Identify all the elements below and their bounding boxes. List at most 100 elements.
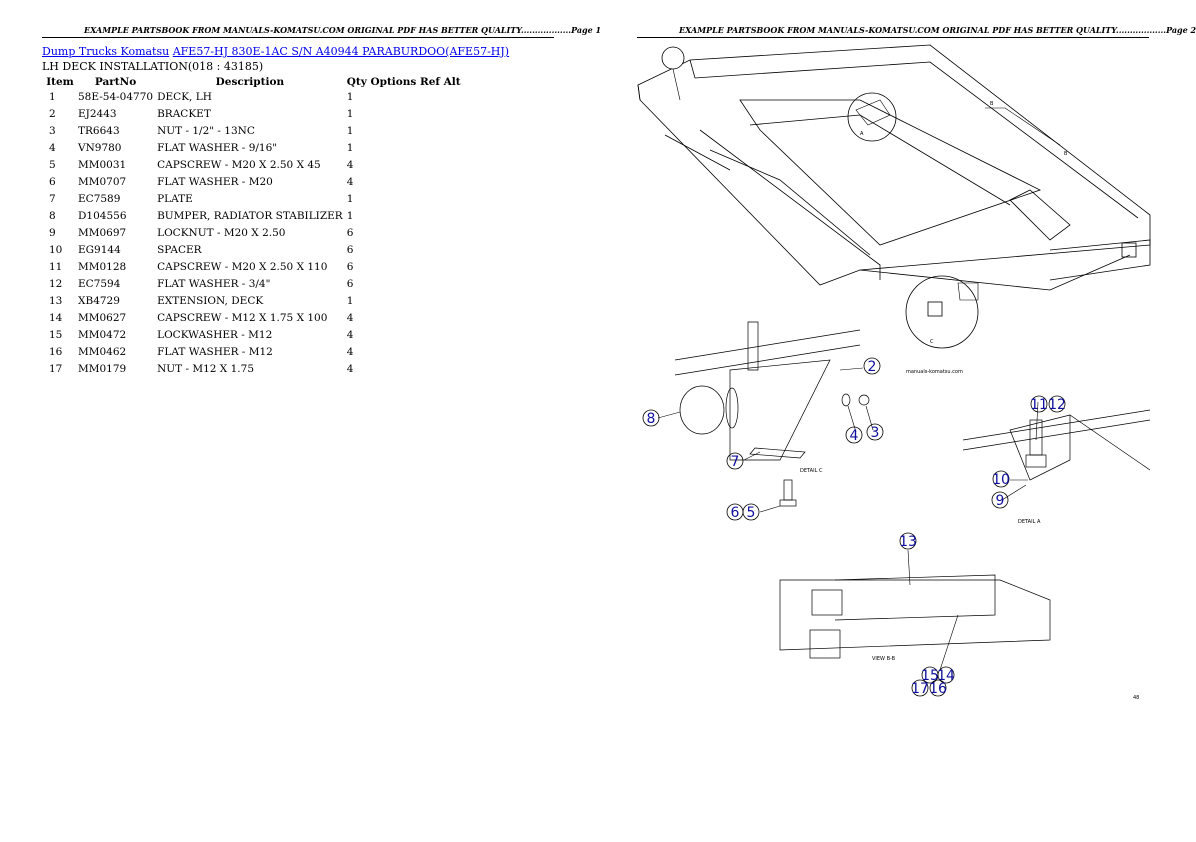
callout-number: 11: [1030, 397, 1048, 413]
column-header-description: Description: [215, 76, 285, 88]
label-c: C: [930, 339, 934, 345]
cell-item: 6: [49, 176, 56, 188]
callout-number: 7: [731, 454, 740, 470]
callout-circle: [863, 357, 881, 375]
parts-table: Item PartNo Description Qty Options Ref …: [44, 76, 463, 380]
detail-a-parts: [962, 409, 1151, 481]
label-b2: B: [1064, 151, 1068, 157]
breadcrumb-link-dump-trucks[interactable]: Dump Trucks Komatsu: [42, 45, 170, 58]
cell-partno: MM0707: [78, 176, 127, 188]
cell-qty: 1: [346, 142, 354, 154]
header-rule: [637, 37, 1149, 38]
cell-item: 12: [49, 278, 63, 290]
cell-qty: 4: [346, 159, 354, 171]
callout-circle: [726, 452, 744, 470]
cell-qty: 4: [346, 176, 354, 188]
cell-item: 3: [49, 125, 56, 137]
column-header-item: Item: [46, 76, 74, 88]
cell-description: FLAT WASHER - 9/16": [157, 142, 278, 154]
cell-item: 5: [49, 159, 56, 171]
callout-circle: [845, 426, 863, 444]
cell-partno: EJ2443: [78, 108, 117, 120]
cell-item: 7: [49, 193, 56, 205]
cell-description: NUT - 1/2" - 13NC: [157, 125, 255, 137]
callout-circle: [911, 679, 929, 697]
cell-description: FLAT WASHER - 3/4": [157, 278, 271, 290]
detail-circle-a: [847, 92, 897, 142]
callout-number: 14: [937, 668, 955, 684]
callout-number: 8: [647, 411, 656, 427]
column-header-partno: PartNo: [94, 76, 137, 88]
cell-partno: VN9780: [78, 142, 122, 154]
callout-circle: [992, 470, 1010, 488]
callout-number: 2: [868, 359, 877, 375]
callout-circle: [991, 491, 1009, 509]
callout-circle: [642, 409, 660, 427]
cell-item: 11: [49, 261, 63, 273]
cell-partno: EC7589: [78, 193, 121, 205]
callout-number: 15: [921, 668, 939, 684]
cell-qty: 1: [346, 91, 354, 103]
cell-item: 15: [49, 329, 63, 341]
cell-description: DECK, LH: [157, 91, 212, 103]
cell-item: 13: [49, 295, 63, 307]
cell-description: NUT - M12 X 1.75: [157, 363, 254, 375]
cell-qty: 1: [346, 210, 354, 222]
cell-qty: 1: [346, 193, 354, 205]
label-detail-c: DETAIL C: [800, 468, 823, 474]
section-title: LH DECK INSTALLATION(018 : 43185): [42, 60, 264, 73]
cell-description: BRACKET: [157, 108, 211, 120]
detail-circle-c: [905, 275, 979, 349]
callout-number: 13: [899, 534, 917, 550]
cell-qty: 6: [346, 244, 354, 256]
cell-description: LOCKWASHER - M12: [157, 329, 273, 341]
label-a: A: [860, 131, 864, 137]
callout-number: 6: [731, 505, 740, 521]
cell-partno: 58E-54-04770: [78, 91, 154, 103]
callout-circle: [1048, 395, 1066, 413]
cell-qty: 4: [346, 312, 354, 324]
label-detail-a: DETAIL A: [1018, 519, 1041, 525]
cell-partno: TR6643: [78, 125, 120, 137]
callout-circle: [1030, 395, 1048, 413]
breadcrumb-link-model[interactable]: AFE57-HJ 830E-1AC S/N A40944 PARABURDOO(…: [172, 45, 510, 58]
cell-partno: EC7594: [78, 278, 121, 290]
cell-partno: MM0627: [78, 312, 127, 324]
cell-partno: MM0472: [78, 329, 127, 341]
callout-number: 9: [996, 493, 1005, 509]
header-rule: [42, 37, 554, 38]
cell-qty: 1: [346, 108, 354, 120]
cell-description: LOCKNUT - M20 X 2.50: [157, 227, 286, 239]
callout-circle: [929, 679, 947, 697]
cell-description: FLAT WASHER - M12: [157, 346, 273, 358]
cell-description: SPACER: [157, 244, 202, 256]
cell-item: 9: [49, 227, 56, 239]
cell-description: CAPSCREW - M20 X 2.50 X 110: [157, 261, 328, 273]
cell-description: CAPSCREW - M20 X 2.50 X 45: [157, 159, 321, 171]
callout-number: 10: [992, 472, 1010, 488]
cell-partno: MM0128: [78, 261, 127, 273]
cell-qty: 4: [346, 329, 354, 341]
page-1: EXAMPLE PARTSBOOK FROM MANUALS-KOMATSU.C…: [0, 0, 601, 842]
page-header: EXAMPLE PARTSBOOK FROM MANUALS-KOMATSU.C…: [84, 25, 602, 35]
cell-qty: 6: [346, 278, 354, 290]
page-2: EXAMPLE PARTSBOOK FROM MANUALS-KOMATSU.C…: [595, 0, 1196, 842]
callout-number: 5: [747, 505, 756, 521]
cell-item: 2: [49, 108, 56, 120]
callout-number: 4: [850, 428, 859, 444]
detail-c-parts: [674, 321, 870, 507]
cell-item: 10: [49, 244, 63, 256]
callout-number: 17: [911, 681, 929, 697]
callout-number: 3: [871, 425, 880, 441]
leader-lines: [657, 367, 1039, 671]
